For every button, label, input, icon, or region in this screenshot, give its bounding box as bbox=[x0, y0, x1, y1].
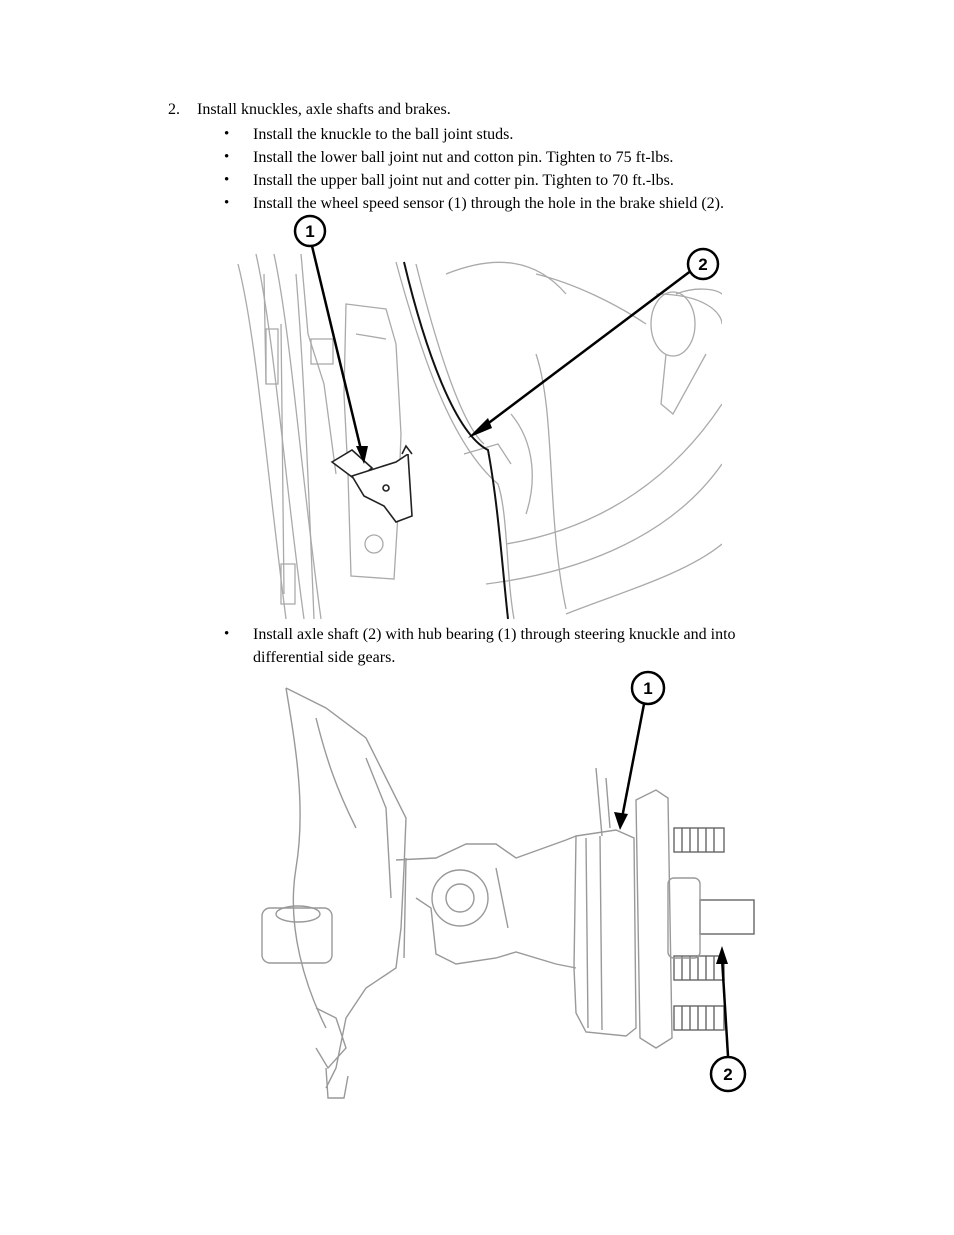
step-heading: 2. Install knuckles, axle shafts and brak… bbox=[168, 100, 451, 120]
bullet-item: • Install the knuckle to the ball joint … bbox=[224, 123, 804, 146]
bullet-text: Install axle shaft (2) with hub bearing … bbox=[253, 626, 736, 666]
bullet-dot: • bbox=[224, 626, 230, 642]
callout-2-label: 2 bbox=[723, 1065, 732, 1084]
figure-wheel-speed-sensor: 1 2 bbox=[236, 214, 722, 624]
bullet-item: • Install the wheel speed sensor (1) thr… bbox=[224, 192, 804, 215]
bullet-item: • Install axle shaft (2) with hub bearin… bbox=[224, 623, 784, 669]
bullet-dot: • bbox=[224, 126, 230, 142]
bullet-dot: • bbox=[224, 149, 230, 165]
bullet-item: • Install the upper ball joint nut and c… bbox=[224, 169, 804, 192]
callout-1-circle bbox=[630, 670, 666, 706]
figure-axle-shaft-hub: 1 2 bbox=[256, 668, 756, 1108]
callout-1-circle bbox=[293, 214, 327, 248]
wheel-speed-sensor-illustration: 1 2 bbox=[237, 214, 722, 620]
bullet-dot: • bbox=[224, 172, 230, 188]
bullet-text: Install the lower ball joint nut and cot… bbox=[253, 149, 674, 166]
callout-2-circle bbox=[686, 247, 720, 281]
step-title: Install knuckles, axle shafts and brakes… bbox=[197, 101, 451, 118]
bullet-text: Install the wheel speed sensor (1) throu… bbox=[253, 195, 724, 212]
callout-1-label: 1 bbox=[305, 222, 314, 241]
callout-2-label: 2 bbox=[698, 255, 707, 274]
bullet-text: Install the upper ball joint nut and cot… bbox=[253, 172, 674, 189]
callout-1-label: 1 bbox=[643, 679, 652, 698]
bullet-item: • Install the lower ball joint nut and c… bbox=[224, 146, 804, 169]
axle-shaft-hub-illustration: 1 2 bbox=[261, 670, 755, 1099]
bullet-text: Install the knuckle to the ball joint st… bbox=[253, 126, 514, 143]
bullet-dot: • bbox=[224, 195, 230, 211]
step-number: 2. bbox=[168, 101, 180, 118]
callout-2-circle bbox=[709, 1055, 747, 1093]
